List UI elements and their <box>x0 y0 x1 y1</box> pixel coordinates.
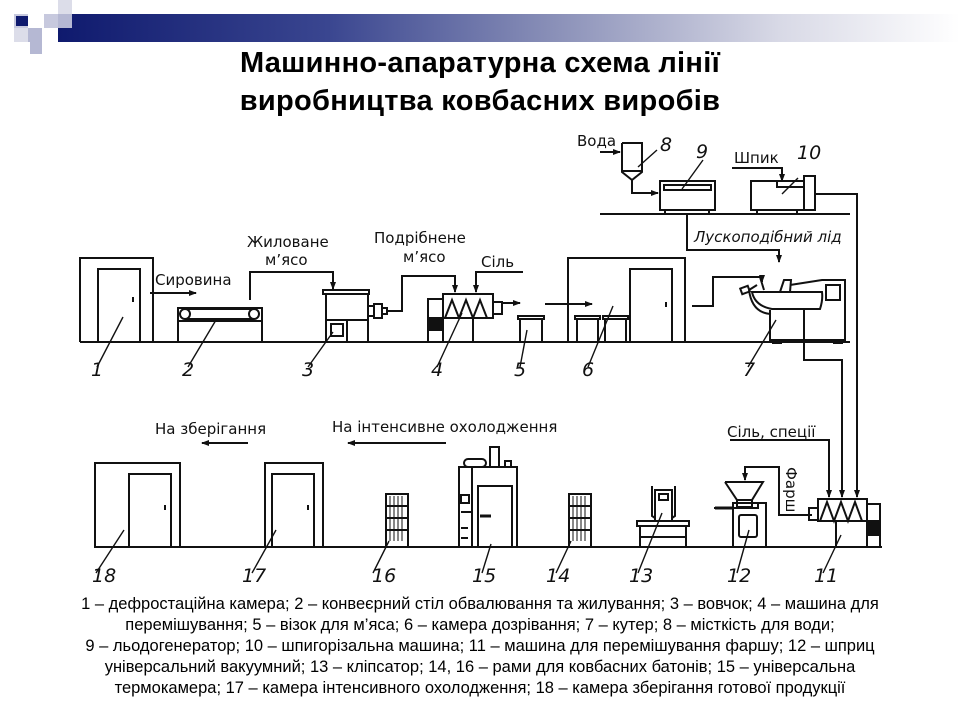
leader-9 <box>681 159 704 190</box>
title-line-1: Машинно-апаратурна схема лінії <box>239 47 721 79</box>
label-minced-meat-1: Подрібнене <box>374 229 466 247</box>
leader-18 <box>95 529 125 574</box>
legend: 1 – дефростаційна камера; 2 – конвеєрний… <box>20 594 940 699</box>
number-10: 10 <box>797 142 821 164</box>
page-title: Машинно-апаратурна схема лінії виробницт… <box>0 44 960 120</box>
decor-square <box>58 0 72 14</box>
number-2: 2 <box>182 359 194 381</box>
salt-arrow <box>473 271 523 293</box>
minced-meat-arrow <box>387 275 458 312</box>
flake-ice-arrow <box>686 214 782 263</box>
leader-4 <box>436 312 463 368</box>
number-11: 11 <box>814 565 838 587</box>
vacuum-filler-12 <box>714 481 767 548</box>
cutter-to-mixer-line <box>803 310 845 498</box>
water-to-icemaker-arrow <box>631 180 659 196</box>
number-8: 8 <box>660 134 672 156</box>
title-line-2: виробництва ковбасних виробів <box>239 85 721 117</box>
maturation-chamber-6 <box>567 257 686 343</box>
leader-6 <box>587 305 614 368</box>
number-12: 12 <box>727 565 751 587</box>
farsh-to-filler-arrow <box>742 466 812 516</box>
legend-line: універсальний вакуумний; 13 – кліпсатор;… <box>104 658 856 676</box>
legend-line: термокамера; 17 – камера інтенсивного ох… <box>114 679 846 697</box>
sausage-frame-14 <box>568 493 592 548</box>
leader-17 <box>251 529 277 574</box>
mixing-machine-4 <box>427 293 503 343</box>
defrost-chamber-1 <box>79 257 154 342</box>
leader-7 <box>747 319 777 368</box>
label-trimmed-meat-1: Жиловане <box>247 233 329 251</box>
bowl-cutter-7 <box>738 276 846 344</box>
label-to-storage: На зберігання <box>155 420 266 438</box>
salt-spices-arrow <box>730 439 832 498</box>
leader-8 <box>637 149 658 168</box>
lard-to-mixer-line <box>816 193 860 498</box>
leader-2 <box>187 319 217 368</box>
header-banner <box>58 14 960 42</box>
label-salt-spices: Сіль, спеції <box>727 423 816 441</box>
lard-inlet-arrow <box>732 167 785 182</box>
decor-square <box>28 28 42 42</box>
label-salt: Сіль <box>481 253 514 271</box>
number-18: 18 <box>92 565 116 587</box>
label-mince: Фарш <box>782 467 800 512</box>
ice-generator-9 <box>659 180 716 214</box>
number-16: 16 <box>372 565 396 587</box>
rapid-cooling-chamber-17 <box>264 462 324 547</box>
label-raw-material: Сировина <box>155 271 232 289</box>
number-15: 15 <box>472 565 496 587</box>
leader-12 <box>736 529 750 574</box>
storage-chamber-18 <box>94 462 181 547</box>
leader-1 <box>96 316 124 368</box>
label-trimmed-meat-2: м’ясо <box>265 251 308 269</box>
leader-14 <box>555 540 572 574</box>
leader-10 <box>781 177 799 195</box>
meat-grinder-3 <box>322 289 388 343</box>
conveyor-table-2 <box>177 307 263 343</box>
number-4: 4 <box>431 359 443 381</box>
number-9: 9 <box>696 141 708 163</box>
lard-cutting-machine-10 <box>750 175 816 214</box>
trimmed-meat-arrow <box>249 271 336 300</box>
number-7: 7 <box>743 359 755 381</box>
sausage-frame-16 <box>385 493 409 548</box>
decor-square <box>16 16 28 26</box>
thermal-chamber-15 <box>458 446 518 548</box>
decor-square <box>44 14 58 28</box>
number-14: 14 <box>546 565 570 587</box>
label-water: Вода <box>577 132 616 150</box>
leader-11 <box>822 534 842 574</box>
legend-line: 1 – дефростаційна камера; 2 – конвеєрний… <box>81 595 879 613</box>
leader-16 <box>372 540 390 574</box>
leader-5 <box>519 329 528 368</box>
label-lard: Шпик <box>734 149 779 167</box>
decor-square <box>58 14 72 28</box>
leader-15 <box>481 543 492 574</box>
decor-square <box>30 42 42 54</box>
label-minced-meat-2: м’ясо <box>403 248 446 266</box>
water-tank-8 <box>621 142 643 182</box>
chamber-to-cutter-arrow <box>692 275 765 307</box>
number-5: 5 <box>514 359 526 381</box>
number-17: 17 <box>242 565 266 587</box>
clipper-13 <box>636 486 690 548</box>
decor-square <box>14 28 28 42</box>
leader-3 <box>307 331 334 368</box>
meat-cart-5 <box>517 315 545 343</box>
leader-13 <box>637 512 663 574</box>
legend-line: 9 – льодогенератор; 10 – шпигорізальна м… <box>85 637 875 655</box>
label-to-rapid-cooling: На інтенсивне охолодження <box>332 418 557 436</box>
label-flake-ice: Лускоподібний лід <box>693 228 842 246</box>
number-1: 1 <box>91 359 103 381</box>
legend-line: перемішування; 5 – візок для м’яса; 6 – … <box>125 616 835 634</box>
mince-mixer-11 <box>808 498 881 548</box>
number-6: 6 <box>582 359 594 381</box>
number-3: 3 <box>302 359 314 381</box>
number-13: 13 <box>629 565 653 587</box>
